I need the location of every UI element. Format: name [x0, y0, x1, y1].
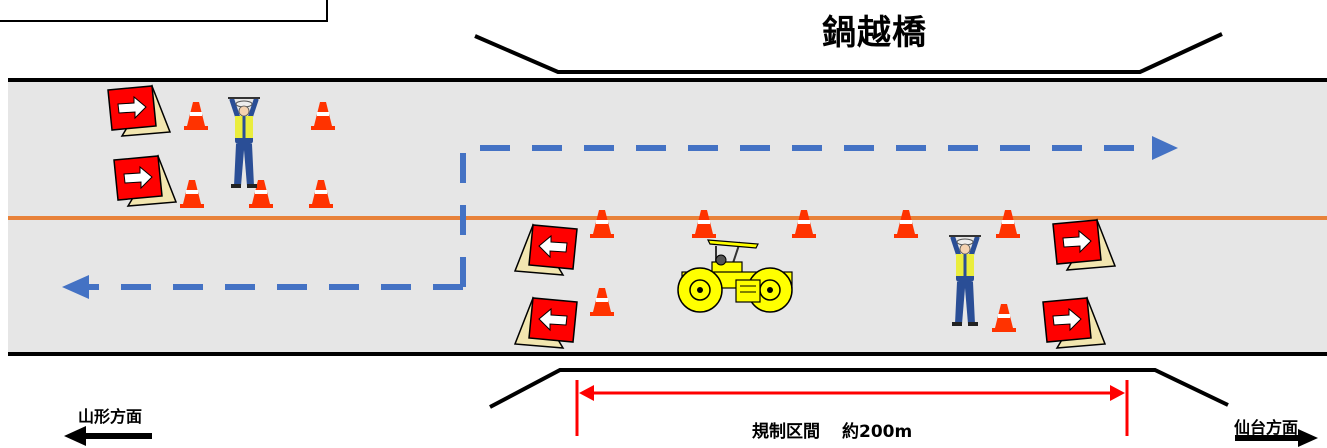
regulation-length: 約200m	[842, 422, 913, 442]
bridge-name: 鍋越橋	[822, 13, 927, 53]
direction-arrow-left	[64, 426, 152, 446]
direction-label-sendai: 仙台方面	[1234, 418, 1299, 437]
bridge-top-parapet	[474, 32, 1223, 74]
detour-arrowhead-left	[62, 275, 89, 299]
regulation-label: 規制区間	[752, 422, 820, 442]
direction-arrow-right	[1235, 429, 1318, 447]
legend-box	[0, 0, 328, 22]
regulation-section-label: 規制区間 約200m	[752, 417, 912, 442]
regulation-span-marker	[575, 380, 1129, 436]
detour-arrowhead-right	[1152, 136, 1178, 160]
direction-label-yamagata: 山形方面	[78, 407, 143, 426]
bridge-bottom-parapet	[489, 368, 1229, 409]
